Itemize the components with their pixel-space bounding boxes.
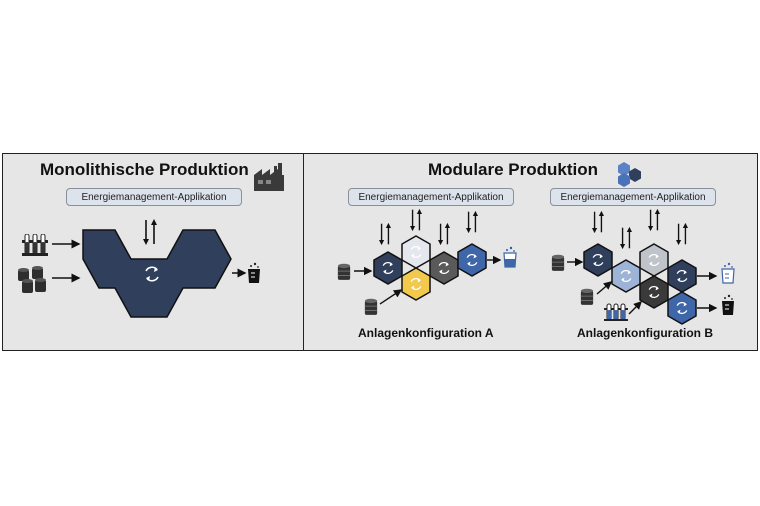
bidirectional-arrow-icon — [466, 210, 478, 234]
barrel-icon — [580, 288, 594, 306]
product-beaker-icon — [721, 294, 735, 316]
product-beaker-icon — [503, 246, 517, 268]
bidirectional-arrow-icon — [648, 208, 660, 232]
product-beaker-icon — [721, 262, 735, 284]
barrels-icon — [18, 266, 46, 293]
bidirectional-arrow-icon — [143, 218, 157, 246]
bidirectional-arrow-icon — [676, 222, 688, 246]
test-tubes-icon — [604, 303, 628, 321]
hexagon-modules-icon — [618, 162, 641, 187]
monolithic-title: Monolithische Produktion — [40, 160, 249, 179]
energy-app-label-monolithic: Energiemanagement-Applikation — [66, 188, 242, 206]
factory-icon — [254, 163, 284, 191]
bidirectional-arrow-icon — [592, 210, 604, 234]
energy-app-label-config-b: Energiemanagement-Applikation — [550, 188, 716, 206]
barrel-icon — [551, 254, 565, 272]
monolithic-process-block — [82, 229, 232, 318]
test-tubes-icon — [22, 234, 48, 256]
barrel-icon — [364, 298, 378, 316]
bidirectional-arrow-icon — [438, 222, 450, 246]
barrel-icon — [337, 263, 351, 281]
caption-config-a: Anlagenkonfiguration A — [358, 326, 494, 340]
monolithic-panel — [2, 153, 304, 351]
bidirectional-arrow-icon — [620, 226, 632, 250]
caption-config-b: Anlagenkonfiguration B — [577, 326, 713, 340]
bidirectional-arrow-icon — [410, 208, 422, 232]
modular-title: Modulare Produktion — [428, 160, 598, 179]
config-b-modules — [583, 243, 697, 325]
energy-app-label-config-a: Energiemanagement-Applikation — [348, 188, 514, 206]
product-beaker-icon — [247, 262, 261, 284]
config-a-modules — [373, 235, 487, 301]
bidirectional-arrow-icon — [379, 222, 391, 246]
